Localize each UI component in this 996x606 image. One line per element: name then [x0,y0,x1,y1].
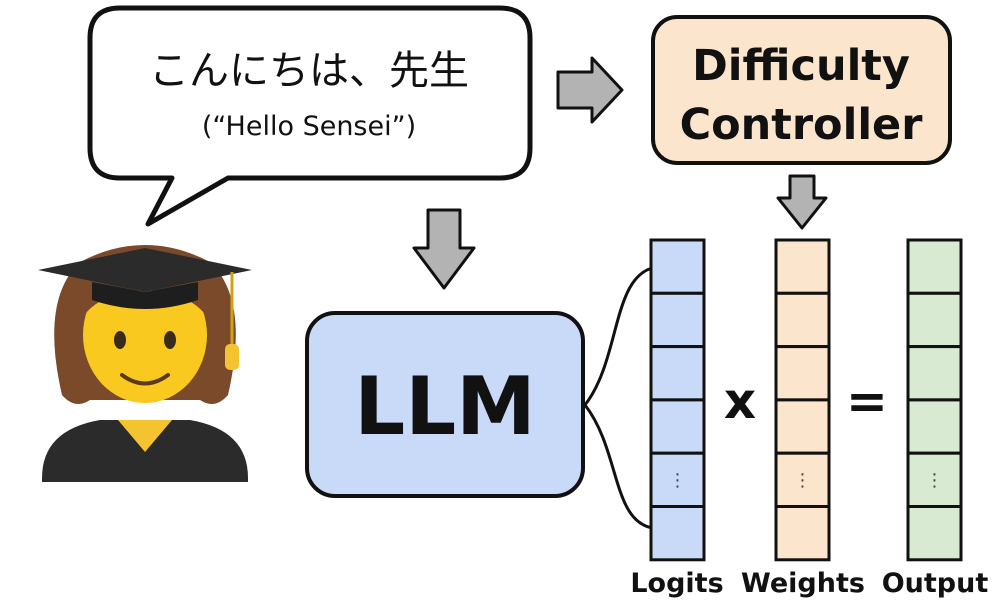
logits-column: ⋮ [649,238,706,562]
logits-cell [649,238,706,295]
weights-cell [774,505,831,562]
weights-label: Weights [741,568,865,599]
weights-cell [774,238,831,295]
speech-bubble: こんにちは、先生 (“Hello Sensei”) [87,5,533,227]
logits-cell [649,345,706,402]
logits-label: Logits [630,568,723,599]
weights-cell [774,345,831,402]
multiply-operator: x [724,372,756,430]
arrow-down-icon [776,174,828,230]
weights-cell [774,451,831,509]
llm-box: LLM [305,311,585,498]
output-cell [906,291,963,349]
ellipsis-mark: ⋮ [669,470,687,491]
output-cell [906,398,963,455]
output-column: ⋮ [906,238,963,562]
weights-column: ⋮ [774,238,831,562]
llm-to-logits-connector [583,266,653,530]
arrow-down-icon [412,208,476,290]
student-emoji-icon [38,245,252,482]
speech-translation: (“Hello Sensei”) [202,111,416,142]
ellipsis-mark: ⋮ [794,470,812,491]
output-cell [906,505,963,562]
controller-label-line1: Difficulty [692,41,910,91]
weights-cell [774,398,831,455]
controller-label-line2: Controller [680,100,924,150]
logits-cell [649,291,706,349]
difficulty-controller-box: Difficulty Controller [651,15,952,165]
speech-text: こんにちは、先生 [149,48,469,94]
equals-operator: = [846,372,888,430]
ellipsis-mark: ⋮ [926,470,944,491]
output-label: Output [882,568,989,599]
logits-cell [649,398,706,455]
arrow-right-icon [556,56,624,124]
llm-label: LLM [354,360,536,453]
output-cell [906,238,963,295]
output-cell [906,345,963,402]
logits-cell [649,505,706,562]
weights-cell [774,291,831,349]
